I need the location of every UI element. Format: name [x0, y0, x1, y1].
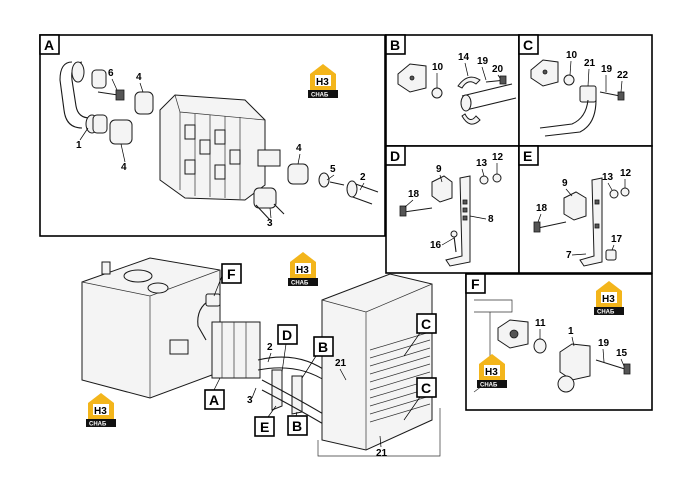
svg-text:13: 13: [476, 158, 488, 169]
svg-text:D: D: [282, 327, 292, 343]
logo-watermark: H3 СНАБ: [308, 64, 338, 99]
logo-watermark: H3 СНАБ: [594, 281, 624, 316]
svg-text:21: 21: [335, 358, 347, 369]
svg-text:3: 3: [247, 395, 253, 406]
svg-text:СНАБ: СНАБ: [291, 281, 309, 287]
panel-e-drawing: 9 13 12 18 17 7: [533, 168, 632, 267]
svg-text:B: B: [318, 339, 328, 355]
svg-text:18: 18: [408, 189, 420, 200]
svg-text:19: 19: [601, 64, 613, 75]
callout-f: F: [213, 263, 242, 297]
panel-b-drawing: 10 14 19 20: [397, 52, 517, 125]
svg-text:E: E: [260, 419, 269, 435]
svg-text:13: 13: [602, 172, 614, 183]
svg-text:11: 11: [535, 318, 546, 329]
svg-text:22: 22: [617, 70, 629, 81]
svg-text:H3: H3: [296, 265, 309, 276]
panel-b-letter: B: [390, 37, 400, 53]
svg-text:9: 9: [562, 178, 568, 189]
svg-text:H3: H3: [316, 77, 329, 88]
callout-c-top: C: [403, 313, 437, 357]
logo-watermark: H3 СНАБ: [86, 393, 116, 428]
panel-e-letter: E: [523, 148, 532, 164]
svg-text:12: 12: [620, 168, 632, 179]
svg-text:10: 10: [432, 62, 444, 73]
svg-text:СНАБ: СНАБ: [480, 383, 498, 389]
svg-text:15: 15: [616, 348, 628, 359]
panel-b-letter-tab: B: [385, 34, 406, 55]
svg-text:16: 16: [430, 240, 442, 251]
svg-text:5: 5: [330, 164, 336, 175]
panel-a-letter: A: [44, 37, 54, 53]
panel-a-letter-tab: A: [39, 34, 60, 55]
panel-b-frame: [385, 34, 520, 147]
svg-text:8: 8: [488, 214, 494, 225]
callout-e: E: [254, 405, 277, 437]
svg-text:H3: H3: [602, 294, 615, 305]
svg-text:17: 17: [611, 234, 623, 245]
panel-f-letter: F: [471, 276, 480, 292]
svg-text:4: 4: [121, 162, 127, 173]
svg-text:6: 6: [108, 68, 114, 79]
panel-f-frame: [465, 273, 653, 411]
callout-a: A: [204, 377, 225, 410]
svg-text:СНАБ: СНАБ: [89, 422, 107, 428]
svg-text:СНАБ: СНАБ: [597, 310, 615, 316]
logo-watermark: H3 СНАБ: [477, 354, 507, 389]
svg-text:21: 21: [584, 58, 596, 69]
svg-text:21: 21: [376, 448, 388, 459]
svg-text:H3: H3: [485, 367, 498, 378]
svg-text:H3: H3: [94, 406, 107, 417]
panel-d-drawing: 9 13 12 18 8 16: [399, 152, 504, 267]
svg-text:12: 12: [492, 152, 504, 163]
svg-text:9: 9: [436, 164, 442, 175]
panel-f-letter-tab: F: [465, 273, 486, 294]
svg-text:7: 7: [566, 250, 572, 261]
panel-d-letter-tab: D: [385, 145, 406, 166]
svg-text:C: C: [421, 380, 431, 396]
svg-text:2: 2: [360, 172, 366, 183]
panel-e-letter-tab: E: [518, 145, 539, 166]
panel-c-drawing: 10 21 19 22: [530, 50, 629, 137]
panel-a-drawing: 1 6 4 4 4 5 2 3: [59, 61, 379, 229]
svg-text:СНАБ: СНАБ: [311, 93, 329, 99]
callout-b-top: B: [301, 336, 334, 379]
svg-text:10: 10: [566, 50, 578, 61]
overview-drawing: 2 3 21 21: [81, 257, 441, 459]
svg-text:4: 4: [136, 72, 142, 83]
svg-text:19: 19: [477, 56, 489, 67]
svg-text:2: 2: [267, 342, 273, 353]
svg-text:14: 14: [458, 52, 470, 63]
panel-c-letter-tab: C: [518, 34, 539, 55]
svg-text:20: 20: [492, 64, 504, 75]
logo-watermark: H3 СНАБ: [288, 252, 318, 287]
svg-text:C: C: [421, 316, 431, 332]
svg-text:F: F: [227, 266, 236, 282]
panel-d-letter: D: [390, 148, 400, 164]
svg-text:3: 3: [267, 218, 273, 229]
panel-f-drawing: 11 1 19 15: [473, 299, 631, 393]
svg-text:1: 1: [568, 326, 574, 337]
panel-c-letter: C: [523, 37, 533, 53]
callout-d: D: [277, 324, 298, 373]
svg-text:4: 4: [296, 143, 302, 154]
svg-text:B: B: [292, 418, 302, 434]
svg-text:19: 19: [598, 338, 610, 349]
callout-b-bottom: B: [287, 411, 308, 436]
svg-text:A: A: [209, 392, 219, 408]
svg-text:1: 1: [76, 140, 82, 151]
svg-text:18: 18: [536, 203, 548, 214]
callout-c-bottom: C: [403, 377, 437, 421]
